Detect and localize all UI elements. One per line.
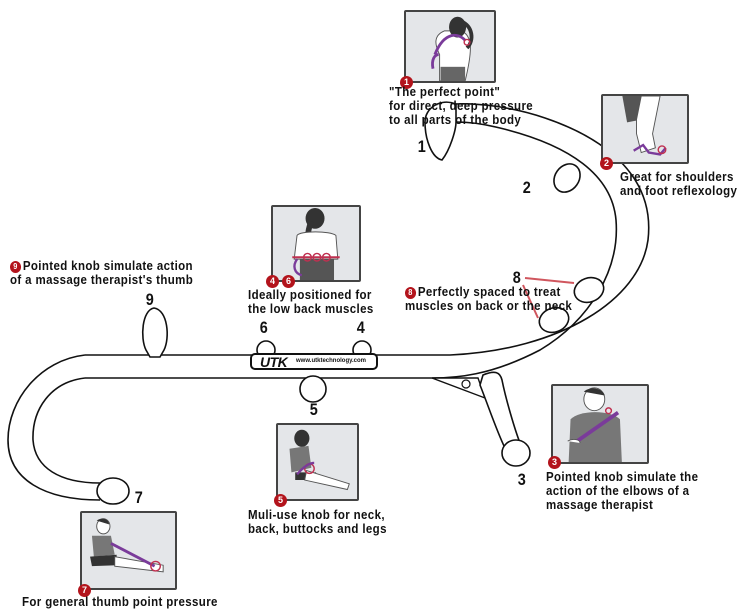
caption-8-line-1: Perfectly spaced to treat [417, 285, 561, 299]
brand-url: www.utktechnology.com [296, 358, 367, 364]
knob-label-3: 3 [517, 470, 526, 489]
badge-7: 7 [78, 584, 91, 597]
knob-label-7: 7 [134, 488, 143, 507]
knob-9 [141, 307, 168, 358]
caption-3-line-3: massage therapist [546, 498, 654, 512]
knob-3 [501, 439, 531, 467]
badge-8: 8 [405, 287, 417, 299]
knob-7 [96, 477, 130, 505]
callout-line-8a [524, 277, 575, 284]
illustration-card-7 [80, 511, 177, 590]
knob-5 [299, 375, 327, 403]
knob-3-arm [479, 371, 522, 449]
knob-2 [553, 163, 581, 193]
tool-left-hook-inner [32, 377, 101, 484]
brand-plate: UTK www.utktechnology.com [250, 353, 378, 370]
badge-9: 9 [10, 261, 22, 273]
woman-low-back-massage-illustration [292, 207, 340, 280]
badge-5: 5 [274, 494, 287, 507]
woman-shoulder-massage-illustration [431, 16, 474, 81]
knob-label-6: 6 [259, 318, 268, 337]
caption-3: Pointed knob simulate the action of the … [546, 470, 698, 512]
man-foot-massage-illustration [90, 518, 164, 573]
man-leg-massage-illustration [289, 429, 350, 491]
callout-line-8b [522, 284, 539, 319]
tool-inner-outline [85, 121, 618, 379]
illustration-card-3 [551, 384, 649, 464]
hanger-hole [461, 379, 471, 389]
caption-1: "The perfect point" for direct, deep pre… [389, 85, 533, 127]
caption-3-line-2: action of the elbows of a [546, 484, 690, 498]
caption-1-line-2: for direct, deep pressure [389, 99, 534, 113]
knob-8b [538, 306, 570, 334]
caption-9-line-1: Pointed knob simulate action [22, 259, 193, 273]
knob-1 [424, 101, 457, 161]
knob-label-9: 9 [145, 290, 154, 309]
badge-3: 3 [548, 456, 561, 469]
caption-1-line-1: "The perfect point" [389, 85, 501, 99]
caption-1-line-3: to all parts of the body [389, 113, 522, 127]
knob-label-8: 8 [512, 268, 521, 287]
hanger-tab [431, 377, 487, 400]
caption-3-line-1: Pointed knob simulate the [546, 470, 699, 484]
man-neck-massage-illustration [567, 387, 622, 462]
badge-2: 2 [600, 157, 613, 170]
caption-5: Muli-use knob for neck, back, buttocks a… [248, 508, 387, 536]
caption-4-6-line-1: Ideally positioned for [248, 288, 372, 302]
illustration-card-4-6 [271, 205, 361, 282]
caption-7: For general thumb point pressure [22, 595, 218, 609]
illustration-card-5 [276, 423, 359, 501]
badge-1: 1 [400, 76, 413, 89]
tool-outer-outline [85, 103, 650, 356]
foot-reflexology-illustration [622, 96, 667, 156]
caption-5-line-1: Muli-use knob for neck, [248, 508, 385, 522]
knob-8a [573, 276, 605, 304]
illustration-card-2 [601, 94, 689, 164]
caption-2-line-1: Great for shoulders [620, 170, 734, 184]
caption-8-line-2: muscles on back or the neck [405, 299, 573, 313]
caption-2: Great for shoulders and foot reflexology [620, 170, 737, 198]
caption-4-6: Ideally positioned for the low back musc… [248, 288, 374, 316]
illustration-card-1 [404, 10, 496, 83]
caption-4-6-line-2: the low back muscles [248, 302, 374, 316]
tool-left-hook-outer [7, 354, 101, 501]
knob-label-2: 2 [522, 178, 531, 197]
caption-5-line-2: back, buttocks and legs [248, 522, 387, 536]
caption-9-line-2: of a massage therapist's thumb [10, 273, 194, 287]
knob-label-5: 5 [309, 400, 318, 419]
knob-label-4: 4 [356, 318, 365, 337]
badge-4: 4 [266, 275, 279, 288]
knob-label-1: 1 [417, 137, 426, 156]
badge-6: 6 [282, 275, 295, 288]
caption-2-line-2: and foot reflexology [620, 184, 738, 198]
brand-logo: UTK [260, 354, 288, 370]
